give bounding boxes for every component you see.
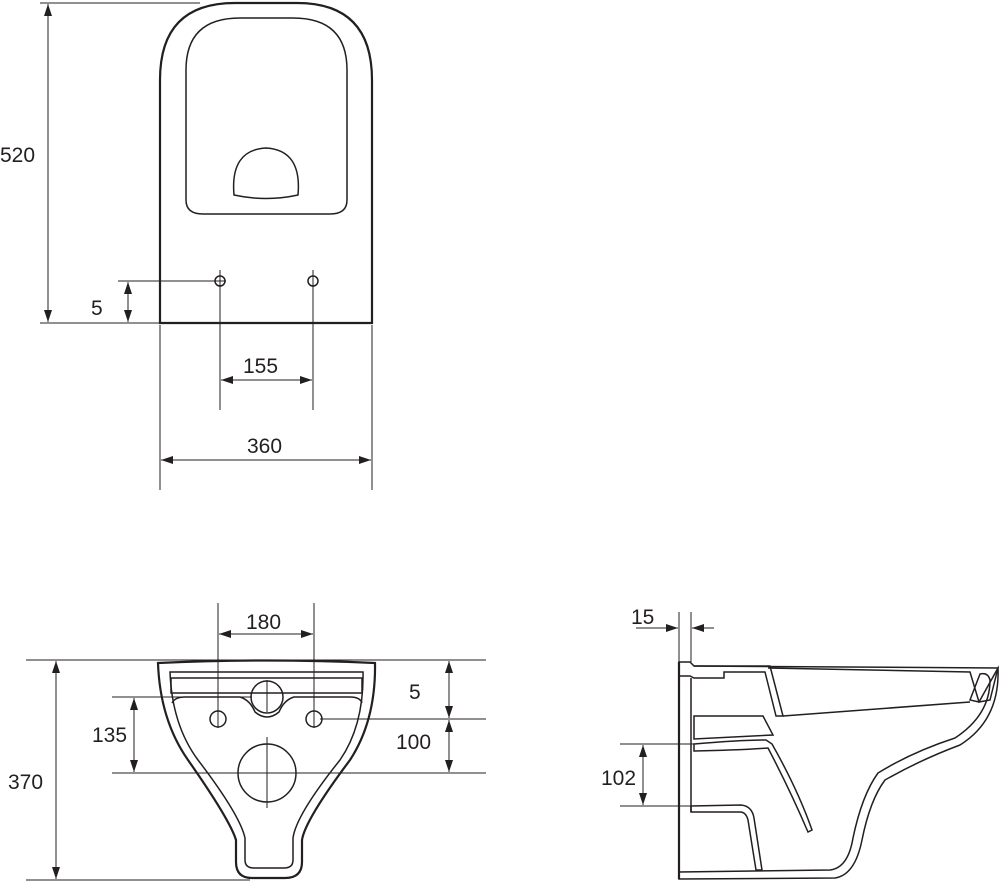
dim-135: 135: [92, 724, 127, 747]
dim-height-370: 370: [8, 771, 43, 794]
dim-102: 102: [601, 767, 636, 790]
bowl-rim-line: [782, 701, 971, 717]
dim-width-360: 360: [247, 435, 282, 458]
dim-100: 100: [396, 731, 431, 754]
rear-outline-inner: [169, 671, 364, 869]
dim-hole-spacing-155: 155: [243, 355, 278, 378]
rear-outline-outer: [156, 659, 377, 880]
seat-opening: [185, 17, 348, 215]
side-section-view: 15 102: [601, 606, 999, 880]
dim-height-520: 520: [0, 144, 35, 167]
trap-upper: [693, 715, 775, 740]
mounting-plate: [170, 677, 363, 694]
dim-hole-offset-5: 5: [91, 297, 103, 320]
bowl-top: [693, 665, 999, 703]
bowl-cup: [232, 147, 300, 200]
trap-wall: [693, 739, 813, 834]
seat-outline: [158, 1, 374, 325]
rear-view: 180 370 135 5 100: [8, 603, 486, 881]
dim-hole-spacing-180: 180: [246, 611, 281, 634]
dim-15: 15: [631, 606, 654, 629]
top-view: 520 5 155 360: [0, 1, 374, 490]
outlet-section: [690, 804, 763, 871]
rim-front: [678, 665, 999, 880]
dim-5: 5: [409, 681, 421, 704]
rim-section: [678, 661, 784, 717]
